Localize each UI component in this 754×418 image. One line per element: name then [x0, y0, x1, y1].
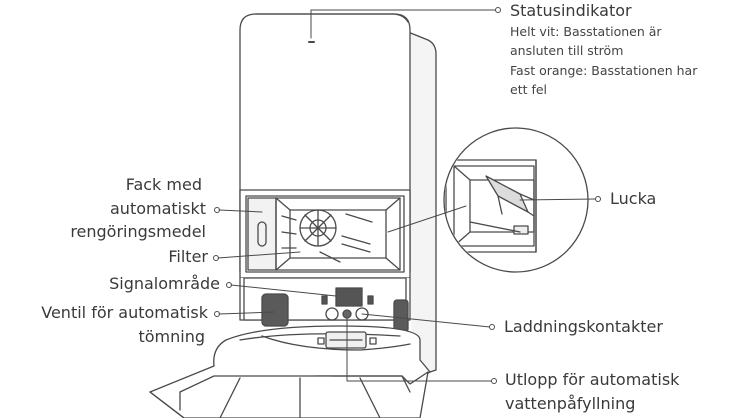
status-indicator-desc-4: ett fel: [510, 82, 548, 97]
filter-label: Filter: [168, 247, 208, 266]
status-indicator-desc-3: Fast orange: Basstationen har: [510, 63, 698, 78]
detergent-box-label-2: automatiskt: [110, 199, 206, 218]
hatch-label: Lucka: [610, 189, 657, 208]
status-indicator-desc-2: ansluten till ström: [510, 43, 624, 58]
auto-empty-valve: [261, 293, 289, 327]
status-indicator-label: Statusindikator: [510, 1, 632, 20]
detergent-box-label-3: rengöringsmedel: [70, 222, 206, 241]
dust-box-window: [239, 189, 411, 279]
charging-contacts-label: Laddningskontakter: [504, 317, 663, 336]
water-refill-outlet: [342, 309, 352, 319]
detergent-box-label-1: Fack med: [125, 175, 202, 194]
hatch-zoom-circle: [443, 127, 589, 273]
lower-module: [239, 277, 411, 333]
water-refill-outlet-label-1: Utlopp för automatisk: [505, 370, 680, 389]
auto-empty-valve-label-2: tömning: [138, 327, 205, 346]
signal-area-label: Signalområde: [109, 274, 220, 293]
auto-empty-valve-label-1: Ventil för automatisk: [41, 303, 208, 322]
status-indicator-desc-1: Helt vit: Basstationen är: [510, 24, 662, 39]
water-refill-outlet-label-2: vattenpåfyllning: [505, 394, 636, 413]
charging-contact-block: [393, 299, 409, 333]
signal-area: [335, 287, 363, 307]
leader-lines: [213, 7, 601, 384]
ramp: [149, 325, 431, 418]
detergent-compartment: [247, 197, 277, 271]
